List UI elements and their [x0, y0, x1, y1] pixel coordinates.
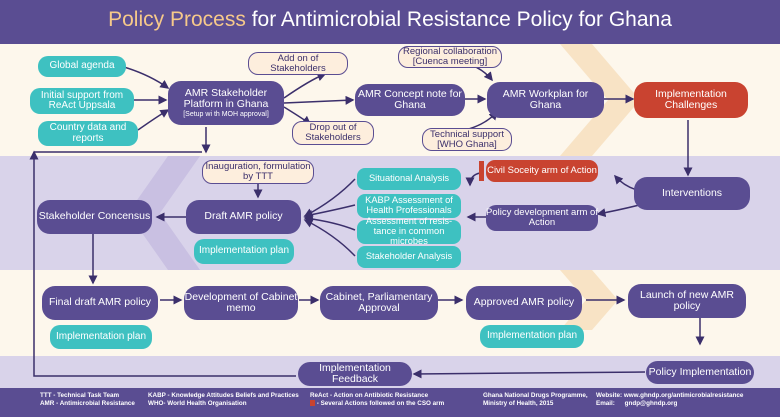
node-label: Stakeholder Concensus [38, 210, 151, 223]
footer-react: ReAct - Action on Antibiotic Resistance [310, 392, 429, 399]
node-label: Civil Soceity arm of Action [487, 165, 597, 177]
node-label: Technical support [WHO Ghana] [430, 128, 504, 150]
node-label: KABP Assessment of Health Professionals [365, 195, 453, 215]
node-label: AMR Workplan for Ghana [502, 87, 589, 111]
node-implementation-plan-2: Implementation plan [50, 325, 152, 349]
node-implementation-plan-1: Implementation plan [194, 239, 294, 264]
node-label: Stakeholder Analysis [365, 251, 453, 262]
footer-contact: Website: www.ghndp.org/antimicrobialresi… [596, 392, 743, 408]
node-implementation-plan-3: Implementation plan [480, 325, 584, 348]
footer-gndp: Ghana National Drugs Programme, [483, 392, 588, 399]
node-add-on-stakeholders: Add on of Stakeholders [248, 52, 348, 75]
node-cabinet-approval: Cabinet, Parliamentary Approval [320, 286, 438, 320]
node-label: Development of Cabinet memo [184, 290, 298, 314]
node-label: Interventions [661, 186, 723, 199]
node-label: Initial support from ReAct Uppsala [40, 89, 124, 111]
node-label: Regional collaboration [Cuenca meeting] [402, 46, 497, 67]
footer-kabp: KABP - Knowledge Attitudes Beliefs and P… [148, 392, 299, 399]
node-label: Policy development arm of Action [486, 207, 598, 228]
node-stakeholder-analysis: Stakeholder Analysis [357, 246, 461, 268]
node-country-data: Country data and reports [38, 121, 138, 146]
node-label: Country data and reports [49, 122, 127, 144]
footer-moh: Ministry of Health, 2015 [483, 399, 554, 407]
node-kabp-assessment: KABP Assessment of Health Professionals [357, 194, 461, 218]
node-drop-out-stakeholders: Drop out of Stakeholders [292, 121, 374, 145]
node-approved-policy: Approved AMR policy [466, 286, 582, 320]
footer-email-link[interactable]: gndp@ghndp.org [624, 399, 678, 407]
title-rest: for Antimicrobial Resistance Policy for … [251, 8, 672, 31]
footer-website-label: Website: [596, 392, 623, 399]
node-label: Implementation Challenges [655, 87, 727, 111]
footer-cso: - Several Actions followed on the CSO ar… [316, 399, 445, 407]
node-assessment-resistance: Assessment of resis- tance in common mic… [357, 216, 461, 246]
node-label: Implementation plan [55, 330, 147, 342]
footer-abbrev-3: ReAct - Action on Antibiotic Resistance … [310, 392, 444, 408]
node-situational-analysis: Situational Analysis [357, 168, 461, 190]
node-label: Inauguration, formulation by TTT [205, 161, 311, 182]
node-sublabel: [Setup wi th MOH approval] [183, 110, 269, 118]
node-workplan: AMR Workplan for Ghana [487, 82, 604, 118]
title-bar [0, 0, 780, 44]
node-label: Global agenda [49, 60, 115, 72]
footer-abbrev-2: KABP - Knowledge Attitudes Beliefs and P… [148, 392, 299, 408]
node-label: Cabinet, Parliamentary Approval [325, 290, 433, 314]
node-draft-policy: Draft AMR policy [186, 200, 301, 234]
node-implementation-challenges: Implementation Challenges [634, 82, 748, 118]
node-stakeholder-concensus: Stakeholder Concensus [37, 200, 152, 234]
footer-amr: AMR - Antimicrobial Resistance [40, 399, 135, 407]
node-label: AMR Stakeholder Platform in Ghana [183, 86, 269, 110]
node-label: Final draft AMR policy [48, 296, 152, 309]
node-label: Launch of new AMR policy [640, 288, 734, 312]
node-stakeholder-platform: AMR Stakeholder Platform in Ghana [Setup… [168, 81, 284, 125]
node-final-draft: Final draft AMR policy [42, 286, 158, 320]
node-initial-support: Initial support from ReAct Uppsala [30, 88, 134, 114]
footer [0, 388, 780, 417]
node-label: Implementation Feedback [319, 361, 391, 385]
node-label: Add on of Stakeholders [270, 52, 326, 74]
title-emphasis: Policy Process [108, 8, 246, 31]
node-policy-development-arm: Policy development arm of Action [486, 205, 598, 231]
node-technical-support: Technical support [WHO Ghana] [422, 128, 512, 151]
node-implementation-feedback: Implementation Feedback [298, 362, 412, 386]
node-cabinet-memo: Development of Cabinet memo [184, 286, 298, 320]
page-title: Policy Process for Antimicrobial Resista… [0, 8, 780, 32]
footer-who: WHO- World Health Organisation [148, 399, 247, 407]
node-global-agenda: Global agenda [38, 56, 126, 77]
node-label: Implementation plan [198, 245, 290, 257]
node-label: Policy Implementation [648, 365, 752, 378]
node-label: Implementation plan [486, 330, 578, 342]
node-regional-collaboration: Regional collaboration [Cuenca meeting] [398, 46, 502, 68]
node-launch: Launch of new AMR policy [628, 284, 746, 318]
footer-email-label: Email: [596, 399, 615, 407]
node-inauguration: Inauguration, formulation by TTT [202, 160, 314, 184]
footer-source: Ghana National Drugs Programme,Ministry … [483, 392, 588, 408]
node-label: Situational Analysis [368, 173, 450, 184]
cso-legend-marker [310, 400, 315, 407]
node-label: Drop out of Stakeholders [305, 122, 361, 143]
node-label: Assessment of resis- tance in common mic… [365, 216, 453, 246]
node-label: AMR Concept note for Ghana [358, 87, 462, 111]
footer-website-link[interactable]: www.ghndp.org/antimicrobialresistance [623, 392, 744, 399]
cso-marker [479, 161, 484, 181]
node-policy-implementation: Policy Implementation [646, 361, 754, 384]
node-label: Draft AMR policy [204, 210, 283, 223]
node-interventions: Interventions [634, 177, 750, 210]
node-civil-society: Civil Soceity arm of Action [486, 160, 598, 182]
node-label: Approved AMR policy [473, 296, 575, 309]
node-concept-note: AMR Concept note for Ghana [355, 84, 465, 116]
footer-ttt: TTT - Technical Task Team [40, 392, 120, 399]
